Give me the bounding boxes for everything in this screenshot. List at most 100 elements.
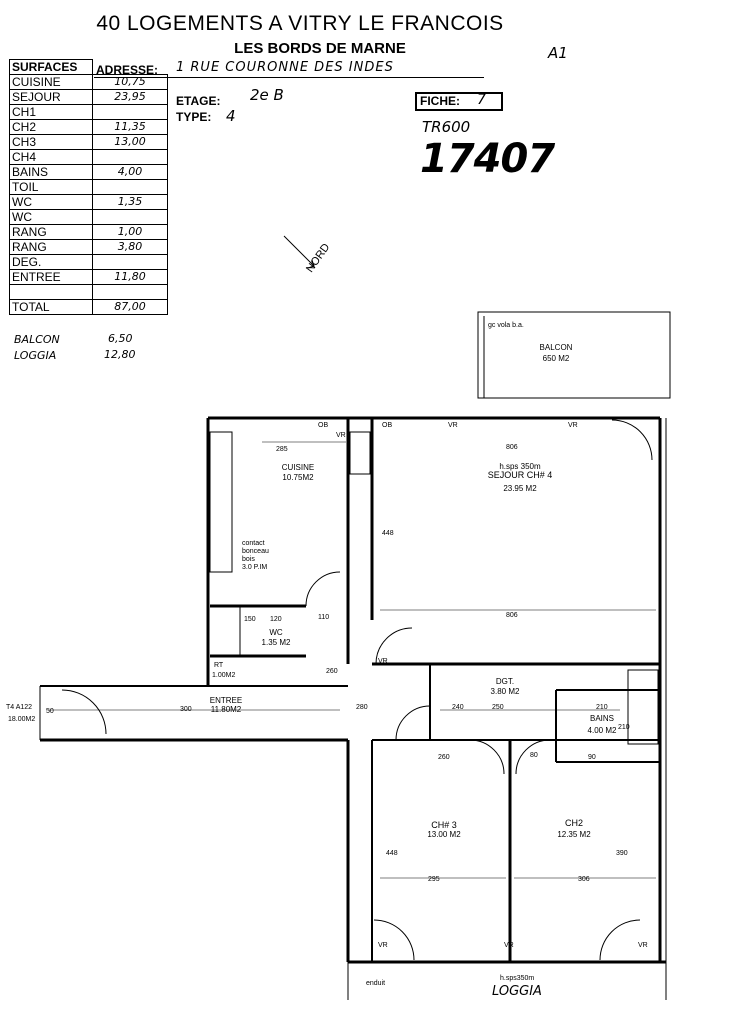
door-arc-ch3-loggia xyxy=(373,919,415,961)
table-row xyxy=(9,284,168,300)
room-entree-name: ENTREE xyxy=(209,696,243,705)
extra-label-loggia: LOGGIA xyxy=(14,349,57,362)
dim-label: 120 xyxy=(270,616,282,623)
table-row: SURFACES xyxy=(9,59,168,75)
room-t4-name: T4 A122 xyxy=(6,704,33,711)
dim-label: 260 xyxy=(326,668,338,675)
document-title: 40 LOGEMENTS A VITRY LE FRANCOIS xyxy=(96,12,504,35)
row-label: CH1 xyxy=(9,104,93,120)
loggia-note: h.sps350m xyxy=(500,975,535,982)
room-balcon-area: 650 M2 xyxy=(542,354,570,363)
row-value: 3,80 xyxy=(92,239,168,255)
dim-label: 390 xyxy=(616,850,628,857)
extra-value-balcon: 6,50 xyxy=(108,332,133,345)
adresse-underline xyxy=(94,77,484,78)
type-label: TYPE: xyxy=(176,110,212,124)
corner-mark: A1 xyxy=(548,44,568,62)
table-row: TOIL xyxy=(9,179,168,195)
etage-label: ETAGE: xyxy=(176,94,221,108)
dim-label: 260 xyxy=(438,754,450,761)
tag-label: VR xyxy=(378,658,388,665)
adresse-label: ADRESSE: xyxy=(96,63,159,77)
row-value xyxy=(92,104,168,120)
dim-label: 306 xyxy=(578,876,590,883)
dim-label: 240 xyxy=(452,704,464,711)
dim-label: 300 xyxy=(180,706,192,713)
room-balcon-name: BALCON xyxy=(539,343,573,352)
row-value xyxy=(92,149,168,165)
table-row: WC xyxy=(9,209,168,225)
room-ch3-name: CH# 3 xyxy=(431,820,457,830)
door-arc-entry xyxy=(61,689,107,735)
row-label: WC xyxy=(9,209,93,225)
tag-label: OB xyxy=(318,422,329,429)
balcon-note: gc vola b.a. xyxy=(488,322,524,329)
row-value xyxy=(92,284,168,300)
room-rt-area: 1.00M2 xyxy=(212,672,236,679)
room-bains-area: 4.00 M2 xyxy=(587,726,617,735)
dim-label: 50 xyxy=(46,708,54,715)
room-ch3-area: 13.00 M2 xyxy=(427,830,461,839)
duct xyxy=(349,431,371,475)
tag-label: OB xyxy=(382,422,393,429)
dim-label: 806 xyxy=(506,612,518,619)
room-t4-area: 18.00M2 xyxy=(8,716,36,723)
tag-label: VR xyxy=(378,942,388,949)
document-subtitle: LES BORDS DE MARNE xyxy=(234,40,406,57)
door-arc-ch2 xyxy=(515,739,551,775)
tag-label: enduit xyxy=(366,980,386,987)
dim-label: 448 xyxy=(386,850,398,857)
dim-label: 280 xyxy=(356,704,368,711)
north-arrow-icon xyxy=(283,235,315,269)
tag-label: VR xyxy=(504,942,514,949)
row-value xyxy=(92,179,168,195)
table-row: DEG. xyxy=(9,254,168,270)
room-sejour-area: 23.95 M2 xyxy=(503,484,537,493)
row-label: ENTREE xyxy=(9,269,93,285)
cuisine-note-4: 3.0 P.IM xyxy=(242,564,268,571)
row-value: 11,80 xyxy=(92,269,168,285)
row-label: CH3 xyxy=(9,134,93,150)
door-arc-ch2-loggia xyxy=(599,919,641,961)
tag-label: VR xyxy=(336,432,346,439)
loggia-label: LOGGIA xyxy=(492,984,542,999)
etage-value: 2e B xyxy=(250,86,284,104)
floor-plan xyxy=(39,311,671,1000)
room-entree-area: 11.80M2 xyxy=(210,705,242,714)
dim-label: 150 xyxy=(244,616,256,623)
row-value xyxy=(92,254,168,270)
tag-label: VR xyxy=(638,942,648,949)
table-row: CH4 xyxy=(9,149,168,165)
room-wc-area: 1.35 M2 xyxy=(261,638,291,647)
adresse-value: 1 RUE COURONNE DES INDES xyxy=(176,60,394,75)
row-value: 87,00 xyxy=(92,299,168,315)
dim-label: 210 xyxy=(618,724,630,731)
room-sejour-name: SEJOUR CH# 4 xyxy=(487,470,553,480)
row-label: RANG xyxy=(9,224,93,240)
extra-label-balcon: BALCON xyxy=(14,333,60,346)
row-label: CH2 xyxy=(9,119,93,135)
row-value: 13,00 xyxy=(92,134,168,150)
room-dgt-name: DGT. xyxy=(495,677,515,686)
row-label: TOIL xyxy=(9,179,93,195)
dim-label: 250 xyxy=(492,704,504,711)
cuisine-note-1: contact xyxy=(242,540,265,547)
table-row: CH1 xyxy=(9,104,168,120)
room-ch2-name: CH2 xyxy=(564,818,583,828)
door-arc-kitchen xyxy=(305,571,341,607)
row-value: 4,00 xyxy=(92,164,168,180)
dim-label: 448 xyxy=(382,530,394,537)
row-label: DEG. xyxy=(9,254,93,270)
tag-label: VR xyxy=(568,422,578,429)
dim-label: 806 xyxy=(506,444,518,451)
room-cuisine-area: 10.75M2 xyxy=(282,473,314,482)
dim-label: 80 xyxy=(530,752,538,759)
row-value: 1,00 xyxy=(92,224,168,240)
